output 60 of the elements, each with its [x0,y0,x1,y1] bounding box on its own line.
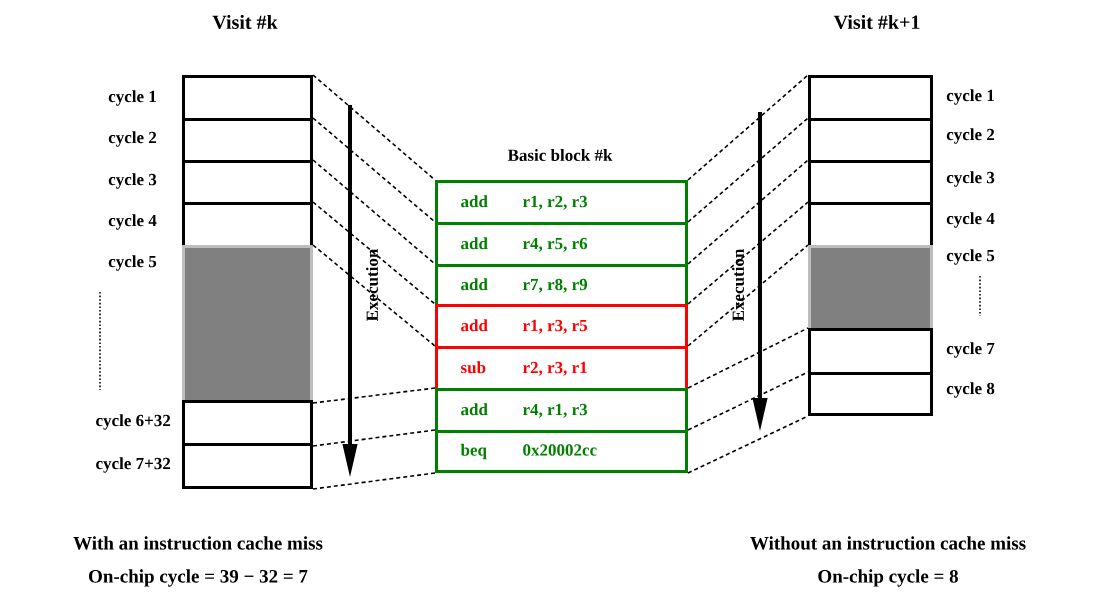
instruction-row: add r1, r2, r3 [435,180,688,225]
arrow-label: Execution [732,248,744,322]
instruction-row: sub r2, r3, r1 [435,346,688,391]
projection-line [687,74,809,181]
cycle-label: cycle 5 [946,249,995,265]
cycle-label: cycle 1 [946,89,994,105]
projection-line [687,371,809,431]
cycle-box [808,75,933,121]
cycle-label: cycle 8 [946,382,995,398]
cycle-formula: On-chip cycle = 8 [818,569,958,587]
projection-line [312,201,436,305]
caption-text: Without an instruction cache miss [750,536,1026,550]
cache-miss-block [182,245,313,403]
instruction-row: add r4, r5, r6 [435,222,688,267]
projection-line [312,117,436,223]
projection-line [687,415,809,474]
arrow-label: Execution [366,248,378,322]
cycle-box [182,160,313,205]
caption-text: With an instruction cache miss [73,536,323,550]
cycle-box [182,118,313,163]
cycle-label: cycle 4 [108,214,157,230]
cycle-box [182,400,313,446]
projection-line [312,74,436,181]
cycle-box [808,118,933,163]
instruction-row: add r7, r8, r9 [435,264,688,307]
cycle-box [182,202,313,248]
cycle-box [808,160,933,205]
cycle-box [808,372,933,416]
cycle-label: cycle 6+32 [96,414,171,430]
cycle-box [182,443,313,489]
column-title: Visit #k [212,14,278,30]
cycle-box [182,75,313,121]
projection-line [687,201,809,305]
instruction-row: add r1, r3, r5 [435,304,688,349]
cycle-box [808,202,933,248]
block-title: Basic block #k [507,149,613,161]
column-title: Visit #k+1 [833,14,920,30]
projection-line [687,159,809,265]
projection-line [312,429,436,447]
cycle-label: cycle 2 [946,128,995,144]
cycle-label: cycle 5 [108,255,157,271]
projection-line [312,387,436,404]
projection-line [687,117,809,223]
projection-line [687,244,809,347]
cycle-box [808,328,933,375]
instruction-row: add r4, r1, r3 [435,388,688,433]
cycle-label: cycle 3 [108,173,157,189]
cycle-label: cycle 2 [108,131,157,147]
cache-miss-block [808,245,933,331]
cycle-label: cycle 4 [946,212,995,228]
projection-line [687,327,809,389]
cycle-label: cycle 3 [946,171,995,187]
cycle-formula: On-chip cycle = 39 − 32 = 7 [89,569,308,587]
cycle-label: cycle 7+32 [96,457,171,473]
projection-line [312,159,436,265]
cycle-label: cycle 7 [946,342,995,358]
projection-line [312,472,436,490]
instruction-row: beq 0x20002cc [435,430,688,473]
projection-line [312,244,436,347]
cycle-label: cycle 1 [108,90,156,106]
